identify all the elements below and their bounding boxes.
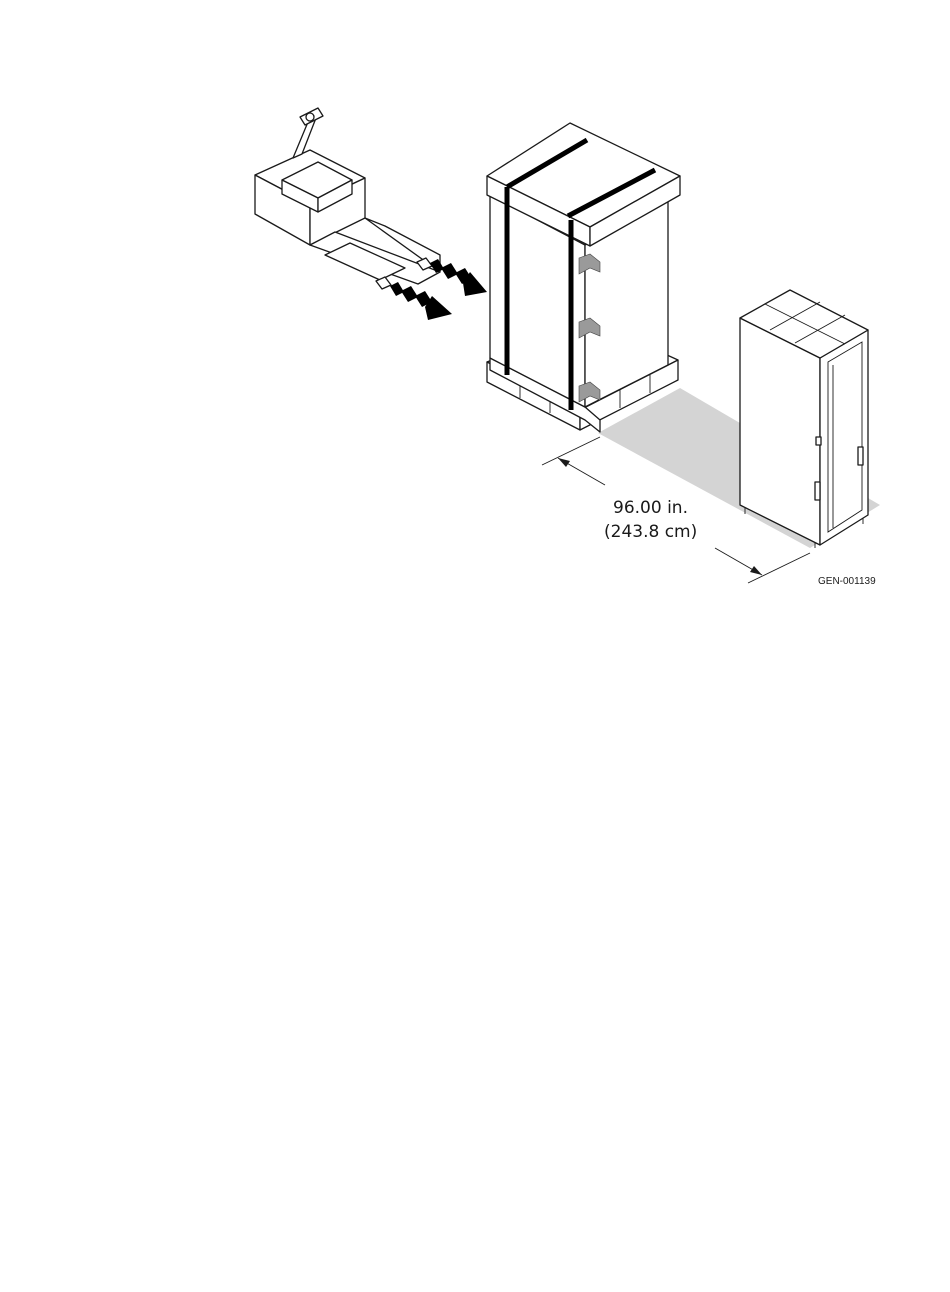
shipping-crate [487, 123, 680, 432]
dimension-metric-label: (243.8 cm) [604, 522, 697, 542]
figure-id-label: GEN-001139 [818, 576, 876, 587]
motion-arrow-upper [430, 259, 487, 296]
rack-cabinet [740, 290, 868, 548]
motion-arrow-lower [390, 282, 452, 320]
dimension-imperial-label: 96.00 in. [613, 498, 688, 518]
pallet-jack [255, 108, 440, 289]
